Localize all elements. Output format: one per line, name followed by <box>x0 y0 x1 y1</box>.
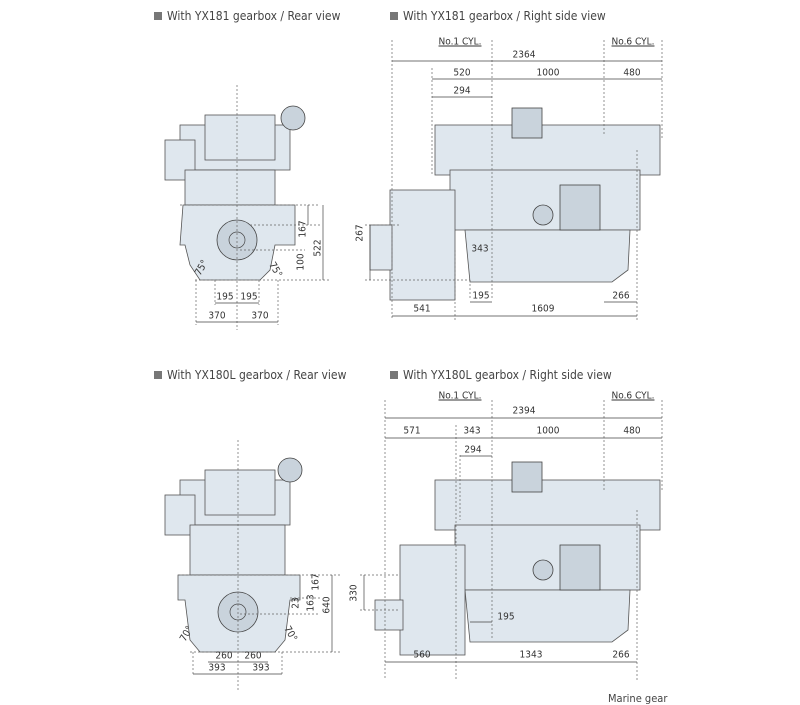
caption-text: With YX181 gearbox / Right side view <box>403 9 606 23</box>
label-no6-cyl: No.6 CYL. <box>611 36 655 48</box>
dim-343: 343 <box>471 243 489 255</box>
caption-text: With YX180L gearbox / Right side view <box>403 368 612 382</box>
bottom-side-engine-drawing <box>360 400 663 680</box>
caption-bottom-side: With YX180L gearbox / Right side view <box>390 368 612 382</box>
dim-23: 23 <box>290 597 302 609</box>
caption-top-rear: With YX181 gearbox / Rear view <box>154 9 340 23</box>
caption-top-side: With YX181 gearbox / Right side view <box>390 9 606 23</box>
label-no1-cyl: No.1 CYL. <box>438 36 482 48</box>
dim-1000: 1000 <box>536 67 560 79</box>
dim-260-right: 260 <box>244 650 262 662</box>
bottom-rear-engine-drawing <box>164 440 340 690</box>
dim-overall: 2364 <box>512 49 536 61</box>
caption-bottom-rear: With YX180L gearbox / Rear view <box>154 368 346 382</box>
dim-541: 541 <box>413 303 431 315</box>
dim-267: 267 <box>354 224 366 242</box>
dim-195-left: 195 <box>216 291 234 303</box>
bullet-square-icon <box>390 371 398 379</box>
dim-294: 294 <box>464 444 482 456</box>
dim-393-left: 393 <box>208 662 226 674</box>
dim-195: 195 <box>472 290 490 302</box>
dim-393-right: 393 <box>252 662 270 674</box>
dim-520: 520 <box>453 67 471 79</box>
label-no6-cyl: No.6 CYL. <box>611 390 655 402</box>
dim-260-left: 260 <box>215 650 233 662</box>
dim-266: 266 <box>612 290 630 302</box>
dim-330: 330 <box>348 584 360 602</box>
caption-text: With YX181 gearbox / Rear view <box>167 9 341 23</box>
dim-163: 163 <box>305 594 317 612</box>
label-no1-cyl: No.1 CYL. <box>438 390 482 402</box>
dim-195-right: 195 <box>240 291 258 303</box>
bullet-square-icon <box>154 12 162 20</box>
footer-caption: Marine gear <box>608 692 668 705</box>
dim-370-right: 370 <box>251 310 269 322</box>
dim-1343: 1343 <box>519 649 543 661</box>
dim-1609: 1609 <box>531 303 555 315</box>
dim-266: 266 <box>612 649 630 661</box>
dim-overall: 2394 <box>512 405 536 417</box>
bullet-square-icon <box>154 371 162 379</box>
dim-522: 522 <box>312 239 324 257</box>
dim-640: 640 <box>321 596 333 614</box>
bullet-square-icon <box>390 12 398 20</box>
dim-294: 294 <box>453 85 471 97</box>
top-rear-engine-drawing <box>164 85 330 330</box>
dim-560: 560 <box>413 649 431 661</box>
caption-text: With YX180L gearbox / Rear view <box>167 368 347 382</box>
dim-480: 480 <box>623 67 641 79</box>
dim-167: 167 <box>297 220 309 238</box>
dim-1000: 1000 <box>536 425 560 437</box>
dim-343: 343 <box>463 425 481 437</box>
dim-167: 167 <box>310 573 322 591</box>
dim-370-left: 370 <box>208 310 226 322</box>
dim-480: 480 <box>623 425 641 437</box>
dim-195: 195 <box>497 611 515 623</box>
top-side-engine-drawing <box>365 40 663 320</box>
dim-100: 100 <box>295 253 307 271</box>
dim-571: 571 <box>403 425 421 437</box>
